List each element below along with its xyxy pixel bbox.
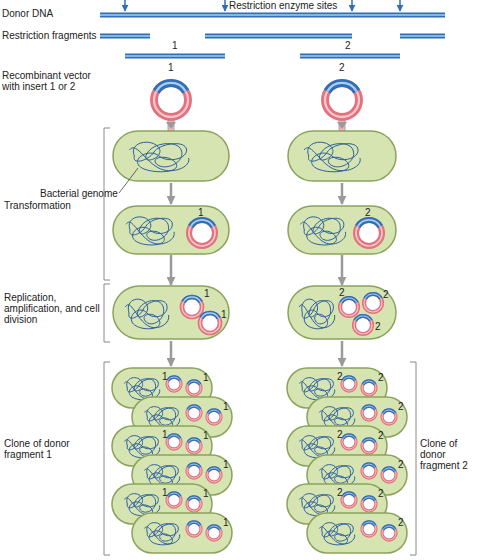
callout-number: 1 — [162, 371, 168, 382]
bacterial-cell: 2 — [287, 205, 397, 255]
annotation-label: Clone of donor fragment 1 — [4, 438, 100, 460]
insert-number: 2 — [365, 207, 371, 218]
bacterial-genome — [301, 217, 346, 245]
plasmid-symbol — [182, 297, 202, 317]
bacterial-genome — [299, 299, 334, 329]
plasmid-symbol — [325, 83, 359, 117]
callout-number: 2 — [398, 517, 404, 528]
insert-number: 1 — [168, 62, 174, 73]
clone-cells-right — [287, 368, 407, 553]
cell-membrane — [113, 286, 229, 339]
callout-number: 2 — [378, 372, 384, 383]
cell-membrane — [288, 206, 396, 254]
leader-line — [119, 168, 138, 193]
plasmid-symbol — [356, 220, 382, 246]
annotation-label: Replication, amplification, and cell div… — [4, 292, 100, 325]
callout-number: 2 — [337, 429, 343, 440]
recipient-cells — [113, 131, 396, 181]
insert-number: 1 — [204, 288, 210, 299]
callout-number: 1 — [203, 488, 209, 499]
plasmid-symbol — [154, 83, 188, 117]
bacterial-cell: 2 2 2 — [287, 285, 397, 340]
insert-number: 1 — [221, 309, 227, 320]
brackets — [104, 128, 416, 555]
plasmid-vector: 2 — [317, 62, 367, 120]
annotation-label: Transformation — [4, 200, 100, 211]
bacterial-cell: 11 — [112, 285, 230, 340]
insert-number: 2 — [339, 62, 345, 73]
callout-number: 1 — [203, 372, 209, 383]
dna-strands — [100, 15, 445, 56]
bacterial-cell: 1 — [112, 205, 230, 255]
callout-number: 2 — [345, 40, 351, 51]
callout-number: 2 — [337, 371, 343, 382]
connector-arrow — [341, 255, 344, 285]
annotation-label: Clone of donor fragment 2 — [420, 438, 480, 471]
insert-number: 2 — [383, 289, 389, 300]
callout-number: 1 — [223, 401, 229, 412]
annotation-label: Restriction enzyme sites — [229, 0, 337, 11]
callout-number: 1 — [172, 40, 178, 51]
insert-number: 2 — [339, 287, 345, 298]
callout-number: 1 — [223, 459, 229, 470]
insert-number: 2 — [375, 321, 381, 332]
cell-outline — [287, 205, 397, 255]
cell-membrane — [288, 286, 396, 339]
annotation-label: Bacterial genome — [40, 188, 118, 199]
callout-number: 2 — [398, 459, 404, 470]
annotation-label: Recombinant vector with insert 1 or 2 — [2, 70, 106, 92]
plasmid-symbol — [200, 313, 220, 333]
annotation-label: Donor DNA — [2, 8, 53, 19]
callout-number: 1 — [162, 487, 168, 498]
plasmid-symbol — [364, 294, 382, 312]
callout-number: 2 — [378, 430, 384, 441]
callout-number: 2 — [337, 487, 343, 498]
cell-outline — [112, 205, 230, 255]
connector-arrow — [170, 255, 173, 285]
callout-number: 2 — [398, 401, 404, 412]
cell-outline — [112, 285, 230, 340]
clone-cells-left — [112, 368, 232, 553]
callout-number: 1 — [223, 517, 229, 528]
bacterial-genome — [125, 299, 168, 329]
annotation-label: Restriction fragments — [2, 30, 96, 41]
plasmid-symbol — [189, 220, 215, 246]
injection-tubes — [166, 117, 347, 131]
insert-number: 1 — [198, 207, 204, 218]
callout-number: 1 — [203, 430, 209, 441]
cell-membrane — [113, 206, 229, 254]
plasmid-vector: 1 — [146, 62, 196, 120]
plasmid-symbol — [340, 298, 358, 316]
bacterial-genome — [126, 217, 174, 245]
restriction-site-arrows — [125, 0, 400, 11]
callout-number: 2 — [378, 488, 384, 499]
callout-number: 1 — [162, 429, 168, 440]
plasmid-symbol — [354, 316, 372, 334]
